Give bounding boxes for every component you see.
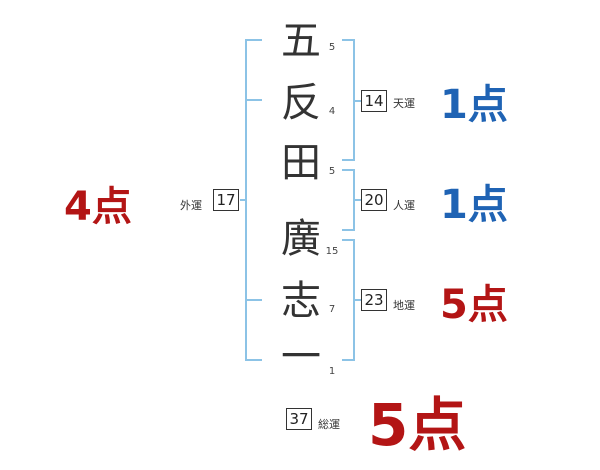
stroke-count-6: 1 bbox=[328, 366, 336, 377]
soukaku-score: 5点 bbox=[368, 391, 467, 459]
name-char-3: 田 bbox=[281, 140, 321, 186]
gaikaku-label: 外運 bbox=[180, 199, 202, 212]
tenkaku-value-box: 14 bbox=[361, 90, 387, 112]
jinkaku-label: 人運 bbox=[393, 199, 415, 212]
soukaku-label: 総運 bbox=[318, 418, 340, 431]
stroke-count-3: 5 bbox=[328, 166, 336, 177]
soukaku-value-box: 37 bbox=[286, 408, 312, 430]
stroke-count-2: 4 bbox=[328, 106, 336, 117]
tenkaku-label: 天運 bbox=[393, 97, 415, 110]
chikaku-bracket bbox=[342, 239, 355, 361]
outer-bracket bbox=[245, 39, 262, 361]
jinkaku-score: 1点 bbox=[440, 182, 508, 228]
chikaku-label: 地運 bbox=[393, 299, 415, 312]
jinkaku-value-box: 20 bbox=[361, 189, 387, 211]
name-char-5: 志 bbox=[281, 278, 321, 324]
tenkaku-score: 1点 bbox=[440, 82, 508, 128]
gaikaku-value-box: 17 bbox=[213, 189, 239, 211]
name-char-6: 一 bbox=[281, 334, 321, 380]
name-char-4: 廣 bbox=[281, 216, 321, 262]
stroke-count-5: 7 bbox=[328, 304, 336, 315]
name-char-1: 五 bbox=[281, 18, 321, 64]
tenkaku-bracket bbox=[342, 39, 355, 161]
name-char-2: 反 bbox=[281, 80, 321, 126]
chikaku-value-box: 23 bbox=[361, 289, 387, 311]
stroke-count-1: 5 bbox=[328, 42, 336, 53]
stroke-count-4: 15 bbox=[325, 246, 339, 257]
jinkaku-bracket bbox=[342, 169, 355, 231]
chikaku-score: 5点 bbox=[440, 282, 508, 328]
gaikaku-score: 4点 bbox=[64, 184, 132, 230]
